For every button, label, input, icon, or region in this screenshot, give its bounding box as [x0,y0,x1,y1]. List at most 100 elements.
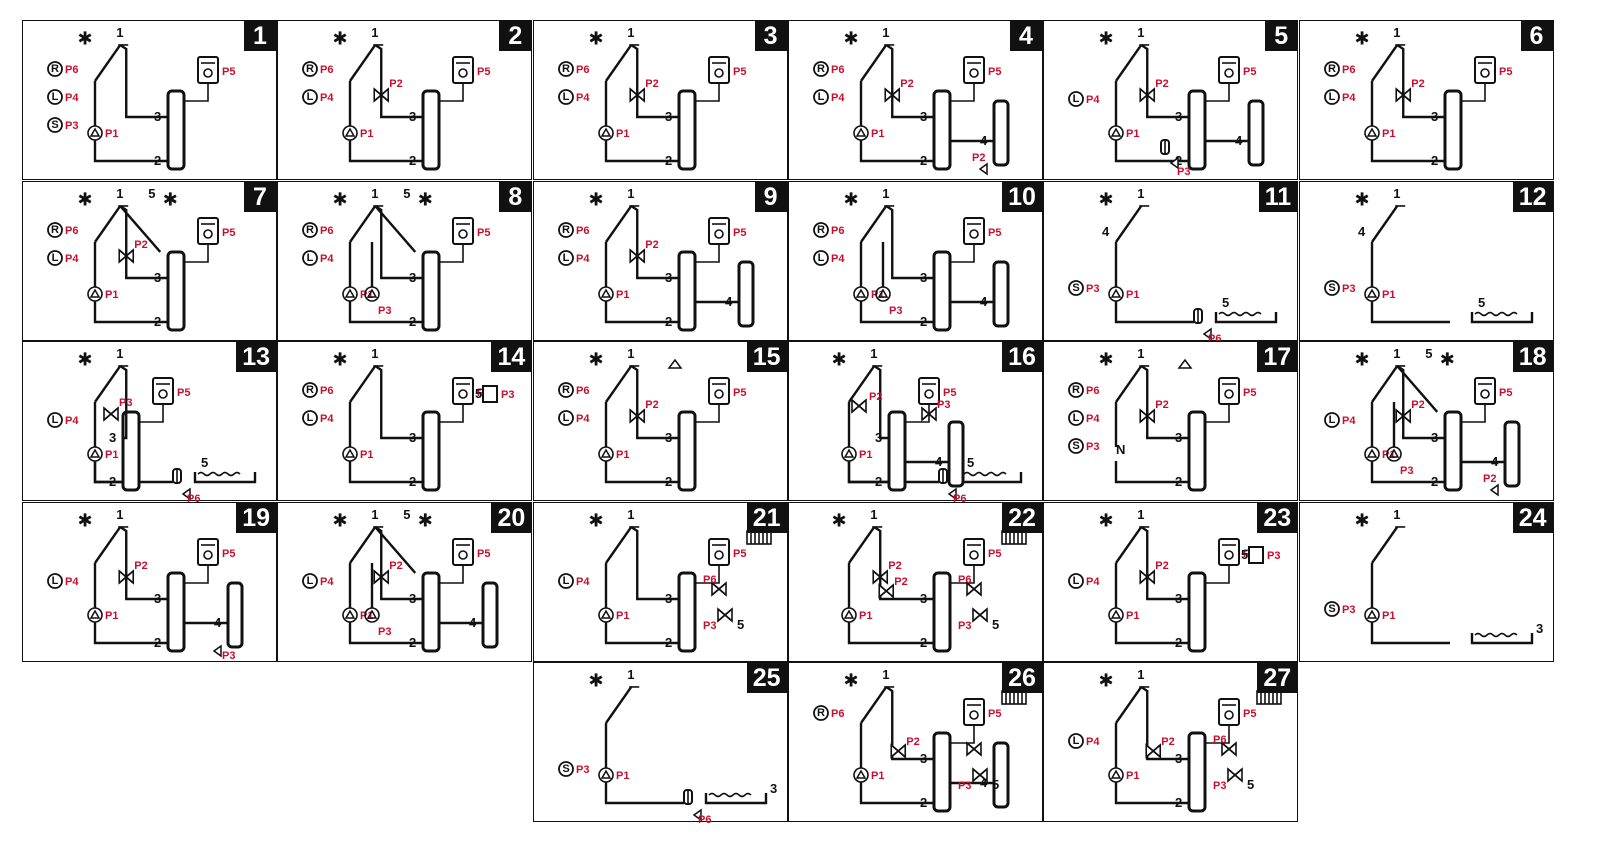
pipe [694,83,720,102]
sensor-r-icon [557,61,574,77]
sensor-symbol: R [817,707,825,719]
controller-label: P5 [477,227,490,239]
sensor-r-icon [302,382,319,398]
controller-label: P5 [733,227,746,239]
check-valve-icon [1169,156,1179,170]
storage-tank [887,410,907,492]
solar-collector [94,44,122,82]
pipe [439,404,465,423]
sensor-label: P6 [320,385,333,397]
sensor-symbol: L [562,252,569,264]
solar-collector [604,686,632,724]
controller-label: P5 [222,66,235,78]
storage-tank [421,250,441,331]
pipe [374,364,424,440]
pump-label: P1 [871,770,884,782]
valve-label: P2 [900,78,913,90]
solar-collector [349,365,377,403]
pump-2-label: P3 [378,305,391,317]
controller-icon [1473,56,1496,84]
mark-3: 3 [409,591,416,606]
sensor-symbol: S [1328,603,1335,615]
scheme-number: 19 [236,502,276,533]
pipe [1114,300,1195,323]
p6-label: P6 [698,814,711,826]
mark-1: 1 [1393,346,1400,361]
valve-cross [374,88,390,102]
sensor-r-icon [1068,382,1085,398]
sun-icon: ✱ [588,189,603,210]
controller-icon [1218,537,1241,566]
pump-2-label: P3 [378,626,391,638]
p6-label: P6 [1213,734,1226,746]
p2b-label: P2 [1483,473,1496,485]
sensor-symbol: L [562,91,569,103]
mark-1: 1 [372,25,379,40]
valve-label: P2 [888,560,901,572]
sensor-label: P6 [65,225,78,237]
valve-cross [103,407,119,421]
solar-collector [847,525,876,564]
sensor-symbol: L [1328,91,1335,103]
controller-label: P5 [943,387,956,399]
solar-collector [859,204,888,243]
sensor-label: P3 [65,120,78,132]
pump-arrow-icon [855,287,867,298]
sensor-symbol: R [1072,384,1080,396]
pipe [1140,525,1190,600]
valve-cross [629,88,645,102]
pipe [694,564,720,584]
sensor-label: P3 [576,764,589,776]
pipe [1114,140,1190,163]
pipe [1205,564,1230,584]
valve-cross [851,399,867,413]
sensor-s-icon [47,117,63,133]
controller-knob-icon [924,389,934,399]
sensor-label: P6 [320,225,333,237]
pipe [949,83,975,102]
controller-icon [962,698,985,726]
controller-knob-icon [713,68,724,78]
mark-2: 2 [920,795,927,810]
sensor-symbol: L [1073,412,1080,424]
valve-cross [878,583,894,598]
solar-collector [1115,525,1143,564]
controller-icon [152,377,174,405]
pump-arrow-icon [843,448,855,458]
pipe [374,204,424,279]
storage-tank [1443,89,1462,171]
sensor-r-icon [302,61,319,77]
controller-icon [1218,56,1241,84]
mark-3: 3 [409,430,416,445]
pipe [374,525,424,600]
pipe [873,525,934,600]
pipe [630,525,679,600]
pipe [119,525,168,600]
sun-icon: ✱ [333,350,348,371]
mark-3: 3 [1536,621,1543,636]
solar-collector [1115,686,1143,724]
sensor-label: P4 [320,413,334,425]
pipe [119,204,168,279]
sensor-symbol: R [306,224,314,236]
pipe [349,300,424,323]
valve-label: P2 [645,78,658,90]
controller-label: P5 [733,387,746,399]
pool [1470,311,1533,323]
scheme-number: 12 [1512,181,1553,212]
valve-label: P2 [134,560,147,572]
storage-tank [992,260,1010,327]
sensor-symbol: R [306,384,314,396]
scheme-cell-5: LP4✱1P132P5P24P35 [1043,20,1299,180]
mark-1: 1 [627,346,634,361]
mark-4: 4 [1358,224,1366,239]
